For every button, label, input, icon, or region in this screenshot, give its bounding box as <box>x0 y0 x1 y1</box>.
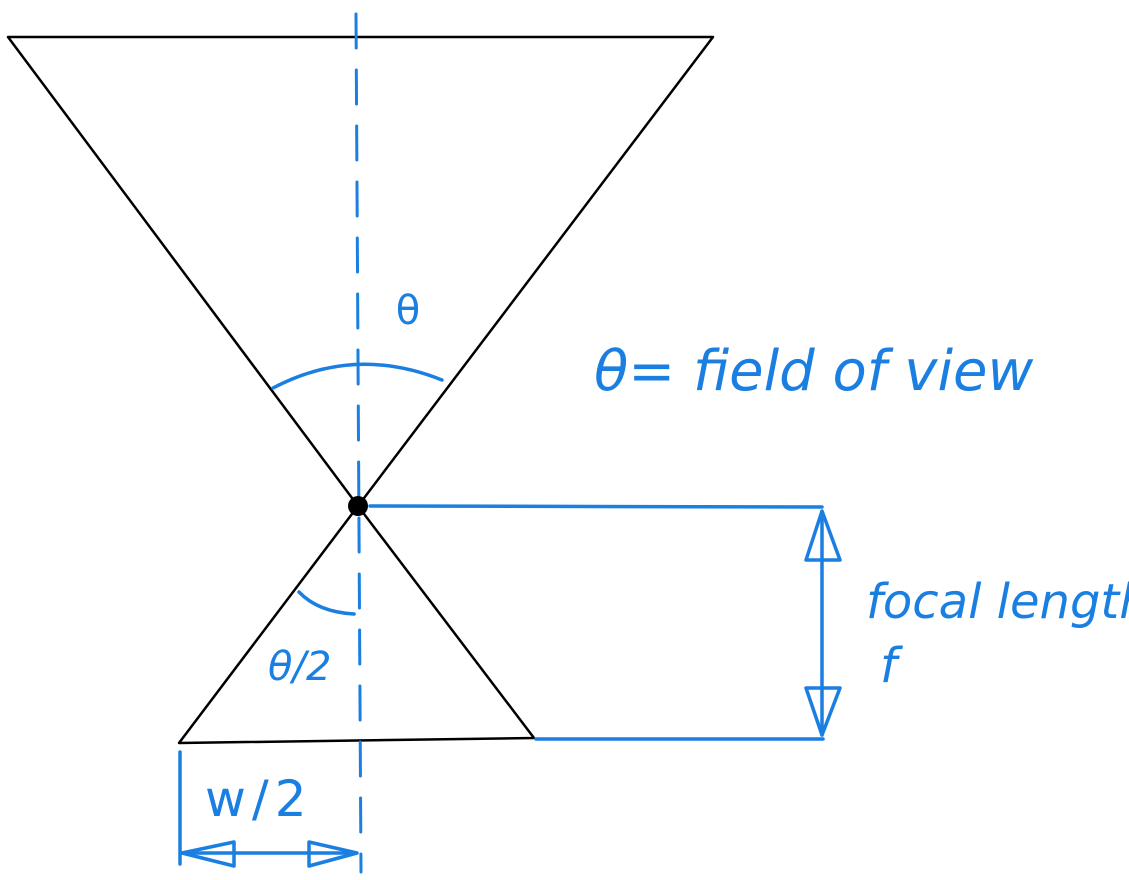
lower-image-triangle <box>177 504 536 745</box>
half-width-label: w/2 <box>205 770 313 828</box>
theta-angle-arc <box>271 362 444 390</box>
half-theta-angle-arc <box>297 590 356 616</box>
half-theta-label: θ/2 <box>268 644 331 690</box>
focal-length-symbol: f <box>880 638 903 694</box>
focal-length-arrow <box>804 509 842 737</box>
focal-length-label: focal length <box>866 574 1129 630</box>
focal-point <box>348 496 368 516</box>
upper-view-triangle <box>6 35 715 508</box>
half-width-arrow <box>180 840 359 868</box>
optical-axis-dashed <box>354 12 363 874</box>
fov-definition-label: θ= field of view <box>594 339 1033 404</box>
focal-length-top-guide <box>368 504 824 509</box>
theta-label: θ <box>396 288 420 334</box>
